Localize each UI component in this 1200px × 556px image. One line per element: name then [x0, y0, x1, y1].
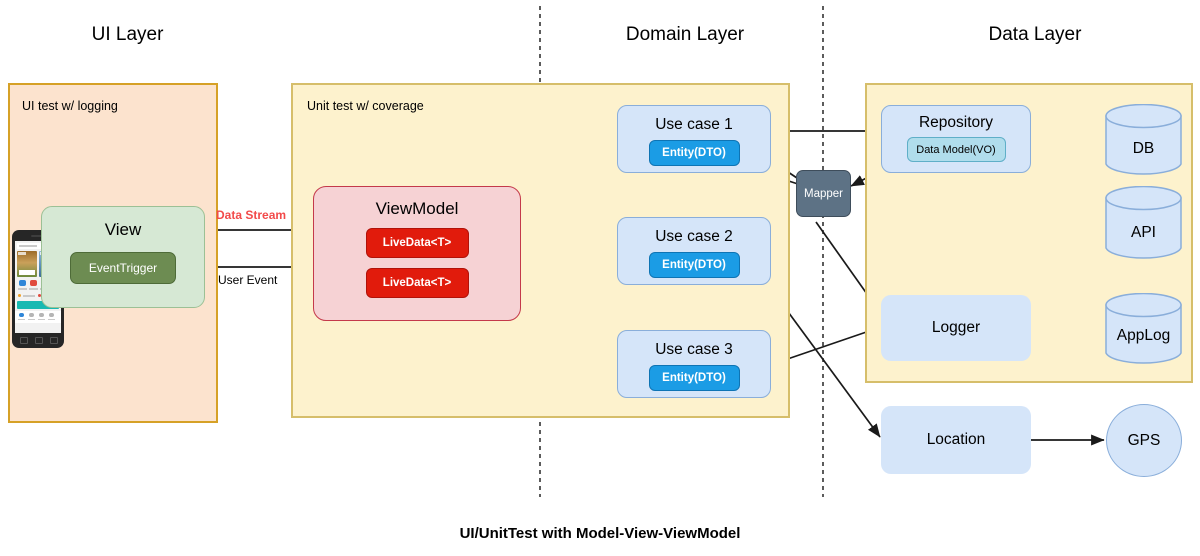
edge-usecase2-location — [771, 289, 881, 438]
node-repository[interactable]: Repository Data Model(VO) — [881, 105, 1031, 173]
node-usecase-3-entity[interactable]: Entity(DTO) — [648, 365, 740, 391]
panel-label-ui: UI test w/ logging — [22, 99, 118, 113]
node-livedata-1[interactable]: LiveData<T> — [365, 228, 469, 258]
phone-promo-banner — [17, 301, 59, 309]
node-applog-label: AppLog — [1116, 327, 1171, 344]
node-api[interactable]: API — [1105, 185, 1182, 260]
edge-label-user-event: User Event — [218, 273, 278, 287]
phone-speaker — [31, 235, 45, 237]
node-view-label: View — [104, 220, 142, 239]
node-db-label: DB — [1132, 140, 1155, 157]
node-usecase-2-label: Use case 2 — [655, 228, 733, 245]
diagram-caption: UI/UnitTest with Model-View-ViewModel — [459, 525, 741, 542]
layer-title-ui: UI Layer — [91, 24, 164, 45]
node-usecase-3-label: Use case 3 — [655, 341, 733, 358]
node-api-label: API — [1131, 224, 1156, 241]
node-viewmodel-label: ViewModel — [375, 199, 459, 218]
phone-nav-back — [20, 337, 28, 344]
node-logger[interactable]: Logger — [881, 295, 1031, 361]
phone-photo-card-1 — [17, 251, 37, 277]
node-view[interactable]: View EventTrigger — [41, 206, 205, 308]
panel-label-domain: Unit test w/ coverage — [307, 99, 424, 113]
node-usecase-2[interactable]: Use case 2 Entity(DTO) — [617, 217, 771, 285]
layer-title-domain: Domain Layer — [625, 24, 745, 45]
phone-nav-recent — [50, 337, 58, 344]
phone-nav-home — [35, 337, 43, 344]
edge-label-data-stream: Data Stream — [216, 208, 287, 222]
node-repository-data-model[interactable]: Data Model(VO) — [906, 137, 1006, 162]
node-gps[interactable]: GPS — [1106, 404, 1182, 477]
node-usecase-1[interactable]: Use case 1 Entity(DTO) — [617, 105, 771, 173]
layer-title-data: Data Layer — [988, 24, 1082, 45]
node-mapper[interactable]: Mapper — [796, 170, 851, 217]
node-usecase-1-entity[interactable]: Entity(DTO) — [648, 140, 740, 166]
node-usecase-3[interactable]: Use case 3 Entity(DTO) — [617, 330, 771, 398]
phone-bottom-nav — [15, 311, 61, 323]
node-applog[interactable]: AppLog — [1105, 292, 1182, 365]
phone-quick-icon-2 — [30, 280, 37, 286]
node-usecase-1-label: Use case 1 — [655, 116, 733, 133]
node-view-event-trigger[interactable]: EventTrigger — [70, 252, 176, 284]
node-location[interactable]: Location — [881, 406, 1031, 474]
phone-quick-icon-1 — [19, 280, 26, 286]
node-viewmodel[interactable]: ViewModel LiveData<T> LiveData<T> — [313, 186, 521, 321]
node-livedata-2[interactable]: LiveData<T> — [365, 268, 469, 298]
node-db[interactable]: DB — [1105, 103, 1182, 176]
node-repository-label: Repository — [918, 114, 994, 131]
node-usecase-2-entity[interactable]: Entity(DTO) — [648, 252, 740, 278]
